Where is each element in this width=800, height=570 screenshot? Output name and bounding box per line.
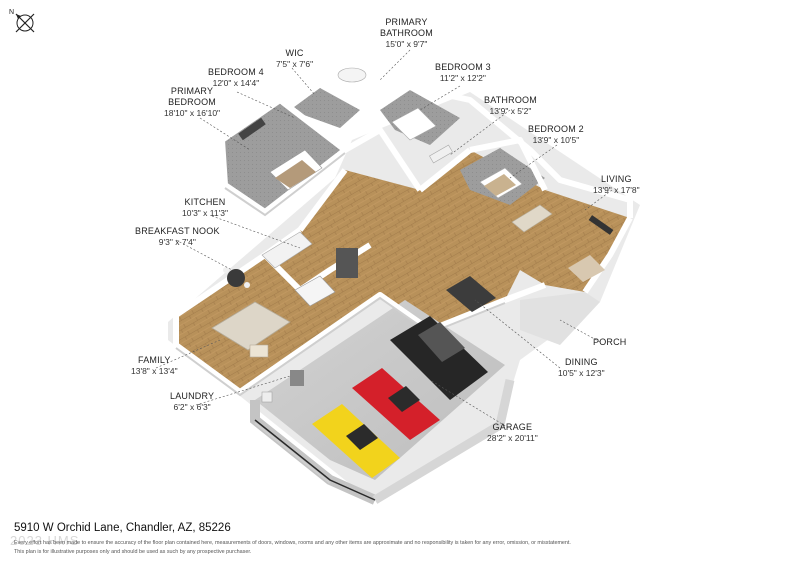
bedroom-3-furniture	[391, 107, 437, 141]
room-label-bathroom: BATHROOM 13'9" x 5'2"	[484, 95, 537, 116]
living-furniture	[511, 204, 614, 282]
room-label-garage: GARAGE 28'2" x 20'11"	[487, 422, 538, 443]
room-label-bedroom-2: BEDROOM 2 13'9" x 10'5"	[528, 124, 584, 145]
room-label-bedroom-4: BEDROOM 4 12'0" x 14'4"	[208, 67, 264, 88]
laundry-appliances	[261, 370, 304, 403]
bedroom-4-carpet	[290, 88, 360, 128]
black-truck	[390, 316, 488, 400]
room-label-family: FAMILY 13'8" x 13'4"	[131, 355, 178, 376]
leader-lines	[155, 49, 613, 431]
room-label-laundry: LAUNDRY 6'2" x 6'3"	[170, 391, 215, 412]
disclaimer-line-2: This plan is for illustrative purposes o…	[14, 549, 252, 555]
watermark: 2023 HMS	[10, 533, 80, 548]
room-label-porch: PORCH	[593, 337, 627, 347]
room-label-dining: DINING 10'5" x 12'3"	[558, 357, 605, 378]
room-label-primary-bathroom: PRIMARY BATHROOM 15'0" x 9'7"	[380, 17, 433, 49]
room-label-living: LIVING 13'9" x 17'8"	[593, 174, 640, 195]
yellow-sports-car	[312, 404, 400, 478]
disclaimer-line-1: Every effort has been made to ensure the…	[14, 540, 571, 546]
property-address: 5910 W Orchid Lane, Chandler, AZ, 85226	[14, 522, 231, 534]
family-sofa	[211, 301, 291, 358]
dining-table	[446, 276, 496, 312]
room-label-breakfast-nook: BREAKFAST NOOK 9'3" x 7'4"	[135, 226, 220, 247]
room-label-wic: WIC 7'5" x 7'6"	[276, 48, 314, 69]
porch-floor	[520, 292, 600, 345]
bedroom-2-furniture	[479, 167, 523, 199]
north-label: N	[9, 9, 14, 16]
north-arrow-icon: N	[8, 6, 38, 36]
main-wood-floor	[176, 150, 630, 392]
room-label-primary-bedroom: PRIMARY BEDROOM 18'10" x 16'10"	[164, 86, 221, 118]
kitchen-furniture	[261, 231, 358, 307]
garage-wall-dark-edge	[254, 419, 376, 501]
room-label-kitchen: KITCHEN 10'3" x 11'3"	[182, 197, 228, 218]
red-sports-car	[352, 368, 440, 440]
garage-wall-bottom	[372, 379, 515, 504]
room-label-bedroom-3: BEDROOM 3 11'2" x 12'2"	[435, 62, 491, 83]
bathroom-fixtures	[337, 67, 453, 164]
primary-bedroom-furniture	[238, 117, 323, 191]
breakfast-nook-table	[223, 267, 250, 288]
wall-shading	[175, 152, 506, 484]
